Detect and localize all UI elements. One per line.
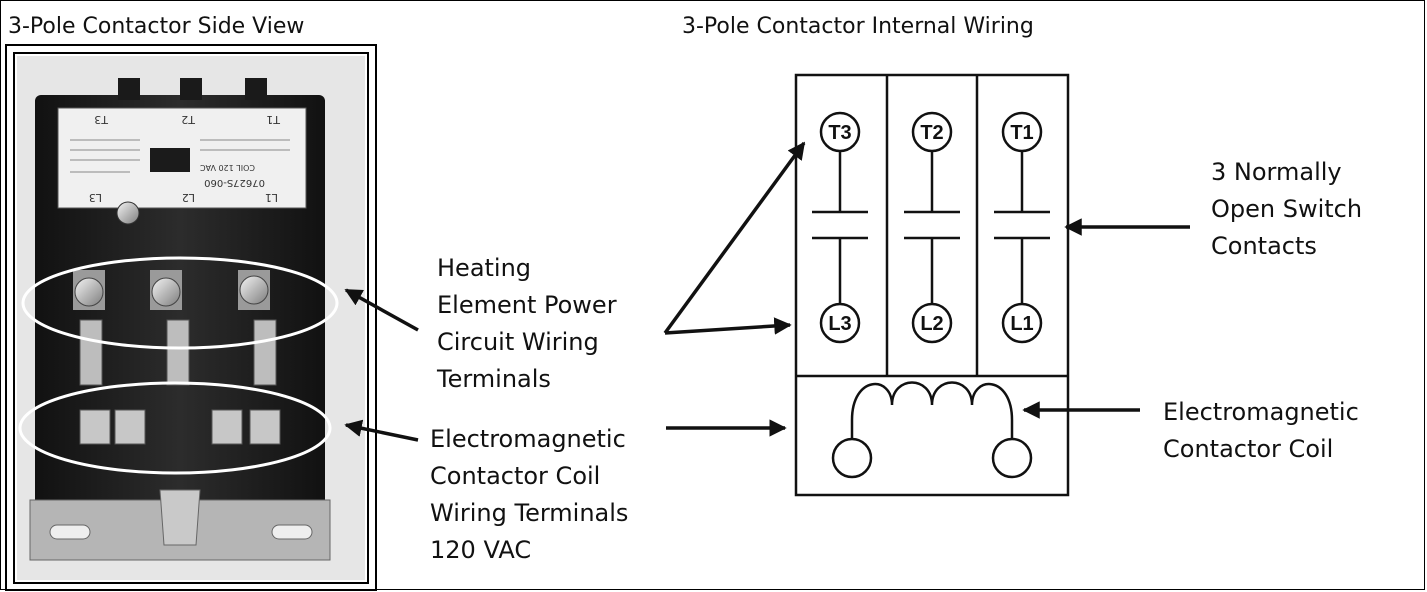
svg-text:120 VAC: 120 VAC: [430, 536, 531, 564]
terminal-t1: T1: [1010, 122, 1033, 144]
terminal-l3: L3: [828, 313, 851, 335]
svg-text:Element Power: Element Power: [437, 291, 617, 319]
power-terminals: [73, 270, 277, 386]
pointer-arrows: [344, 141, 1190, 442]
svg-text:Circuit Wiring: Circuit Wiring: [437, 328, 599, 356]
switch-contacts-label: 3 Normally Open Switch Contacts: [1211, 158, 1362, 260]
coil-terminals: [79, 409, 281, 445]
power-terminals-highlight: [21, 256, 339, 350]
svg-text:Electromagnetic: Electromagnetic: [430, 425, 626, 453]
coil-symbol: [850, 381, 1014, 440]
photo-l3-label: L3: [89, 191, 102, 204]
left-title: 3-Pole Contactor Side View: [8, 14, 304, 39]
photo-t3-label: T3: [94, 113, 109, 126]
photo-t1-label: T1: [266, 113, 281, 126]
svg-text:3 Normally: 3 Normally: [1211, 158, 1342, 186]
coil-terminals-label: Electromagnetic Contactor Coil Wiring Te…: [430, 425, 628, 564]
svg-text:Contactor Coil: Contactor Coil: [430, 462, 600, 490]
svg-text:Contacts: Contacts: [1211, 232, 1317, 260]
schematic-terminals: T3 T2 T1 L3 L2 L1: [819, 111, 1043, 344]
svg-text:Heating: Heating: [437, 254, 531, 282]
coil-terminals-highlight: [18, 381, 332, 475]
internal-wiring-schematic: [794, 73, 1070, 497]
photo-part-number: 07627S-060: [204, 177, 265, 188]
photo-t2-label: T2: [181, 113, 196, 126]
terminal-t3: T3: [828, 122, 851, 144]
svg-text:Contactor Coil: Contactor Coil: [1163, 435, 1333, 463]
terminal-t2: T2: [920, 122, 943, 144]
photo-coil-voltage: COIL 120 VAC: [200, 163, 255, 172]
contactor-photo: T3 T2 T1 L3 L2 L1 07627S-060 COIL 120 VA…: [5, 44, 377, 591]
coil-label: Electromagnetic Contactor Coil: [1163, 398, 1359, 463]
svg-text:Electromagnetic: Electromagnetic: [1163, 398, 1359, 426]
right-title: 3-Pole Contactor Internal Wiring: [682, 14, 1034, 39]
svg-text:Terminals: Terminals: [436, 365, 551, 393]
photo-l2-label: L2: [182, 191, 195, 204]
photo-l1-label: L1: [265, 191, 278, 204]
terminal-l1: L1: [1010, 313, 1033, 335]
terminal-l2: L2: [920, 313, 943, 335]
svg-text:Open Switch: Open Switch: [1211, 195, 1362, 223]
svg-text:Wiring Terminals: Wiring Terminals: [430, 499, 628, 527]
heating-terminals-label: Heating Element Power Circuit Wiring Ter…: [436, 254, 617, 393]
